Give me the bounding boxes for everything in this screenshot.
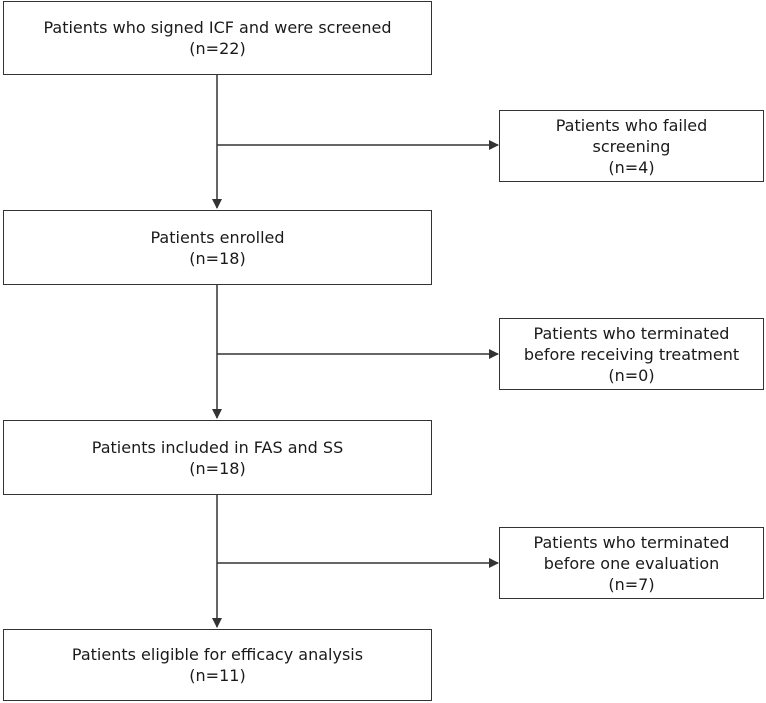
- box-failed-screening-line2: screening: [592, 136, 671, 156]
- box-fas-ss-count: (n=18): [189, 458, 246, 478]
- box-terminated-before-treatment-line2: before receiving treatment: [523, 344, 740, 364]
- box-failed-screening-line1: Patients who failed: [555, 115, 708, 135]
- box-failed-screening-count: (n=4): [608, 157, 655, 177]
- box-eligible-efficacy: Patients eligible for efficacy analysis …: [3, 629, 432, 701]
- box-terminated-before-treatment-line1: Patients who terminated: [533, 323, 730, 343]
- box-failed-screening: Patients who failed screening (n=4): [499, 110, 764, 182]
- box-terminated-before-treatment-count: (n=0): [608, 365, 655, 385]
- box-terminated-before-treatment: Patients who terminated before receiving…: [499, 318, 764, 390]
- box-enrolled: Patients enrolled (n=18): [3, 210, 432, 285]
- box-terminated-before-evaluation-line2: before one evaluation: [543, 553, 720, 573]
- box-screened-title: Patients who signed ICF and were screene…: [43, 18, 392, 37]
- box-screened: Patients who signed ICF and were screene…: [3, 1, 432, 75]
- box-terminated-before-evaluation: Patients who terminated before one evalu…: [499, 527, 764, 599]
- box-fas-ss: Patients included in FAS and SS (n=18): [3, 420, 432, 495]
- box-enrolled-count: (n=18): [189, 248, 246, 268]
- box-terminated-before-evaluation-line1: Patients who terminated: [533, 532, 730, 552]
- box-enrolled-title: Patients enrolled: [150, 227, 285, 247]
- box-fas-ss-title: Patients included in FAS and SS: [91, 437, 344, 457]
- box-eligible-efficacy-count: (n=11): [189, 666, 246, 685]
- box-screened-count: (n=22): [189, 39, 246, 58]
- box-eligible-efficacy-title: Patients eligible for efficacy analysis: [71, 645, 364, 664]
- box-terminated-before-evaluation-count: (n=7): [608, 574, 655, 594]
